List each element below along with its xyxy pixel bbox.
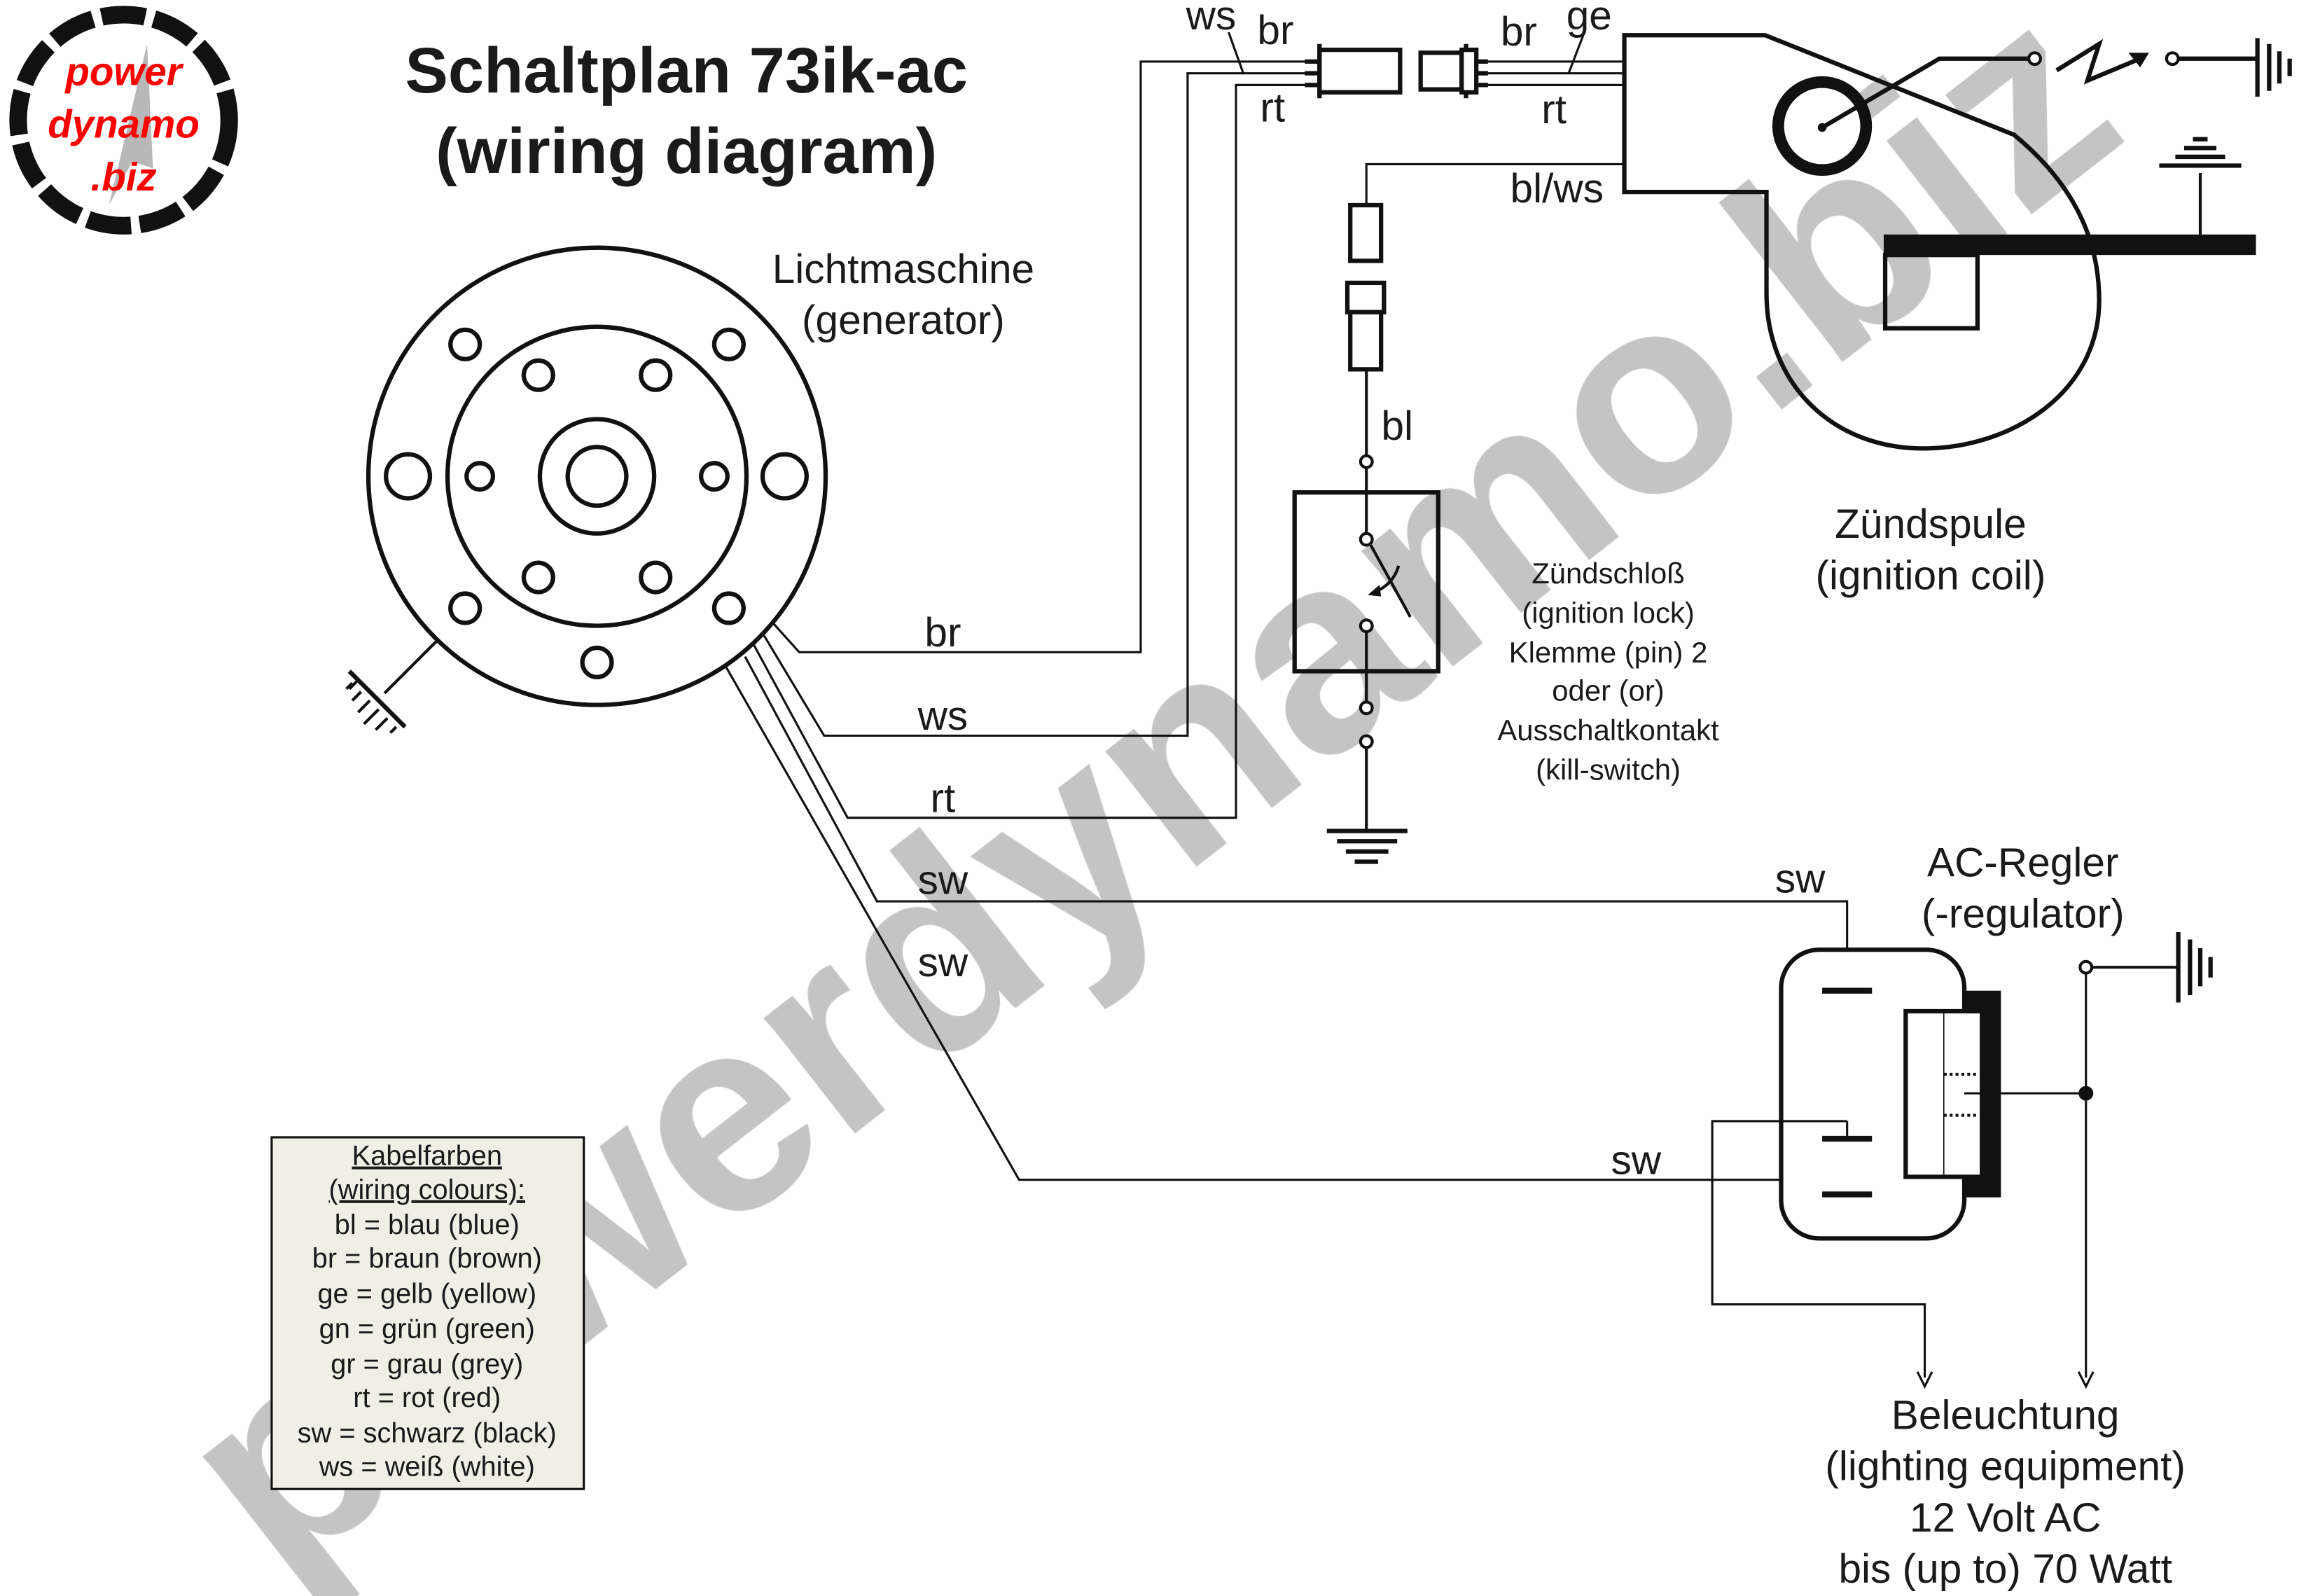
regulator-label-2: (-regulator): [1922, 891, 2125, 937]
ignition-lock-line: Klemme (pin) 2: [1509, 636, 1708, 669]
ignition-lock-line: oder (or): [1552, 674, 1664, 707]
title-line1: Schaltplan 73ik-ac: [405, 34, 967, 106]
label-gen-rt: rt: [931, 775, 956, 821]
wire-br: [772, 60, 1317, 653]
generator-label-1: Lichtmaschine: [772, 247, 1034, 292]
lighting-label: Beleuchtung (lighting equipment) 12 Volt…: [1825, 1392, 2185, 1592]
lighting-line: bis (up to) 70 Watt: [1838, 1546, 2172, 1592]
ignition-lock-line: (ignition lock): [1522, 596, 1695, 629]
legend-item: gn = grün (green): [319, 1314, 535, 1345]
label-coil-ge: ge: [1567, 0, 1612, 39]
ignition-coil-symbol: [1622, 33, 2258, 451]
legend-item: br = braun (brown): [312, 1243, 542, 1274]
ignition-lock-line: Zündschloß: [1531, 557, 1685, 590]
lighting-line: (lighting equipment): [1825, 1444, 2185, 1490]
legend-item: bl = blau (blue): [335, 1209, 520, 1240]
regulator-ground-icon: [2176, 931, 2213, 1003]
legend-item: ws = weiß (white): [319, 1451, 535, 1482]
label-plug-ws: ws: [1186, 0, 1237, 39]
title-line2: (wiring diagram): [436, 115, 937, 187]
kill-switch-circuit: [1292, 162, 1625, 830]
label-reg-sw-bottom: sw: [1611, 1137, 1661, 1183]
logo-text-biz: .biz: [90, 155, 156, 199]
ignition-coil-label-1: Zündspule: [1835, 501, 2027, 547]
generator-symbol: [366, 245, 828, 707]
label-reg-sw-top: sw: [1775, 856, 1826, 901]
plug-connector: [1305, 43, 1488, 99]
label-gen-br: br: [924, 610, 961, 655]
legend-title-1: Kabelfarben: [352, 1141, 502, 1172]
coil-ground-icon: [2255, 38, 2292, 97]
legend-item: gr = grau (grey): [331, 1349, 523, 1380]
generator-label-2: (generator): [802, 298, 1005, 343]
legend-item: rt = rot (red): [353, 1382, 501, 1413]
lighting-line: Beleuchtung: [1891, 1392, 2120, 1438]
legend-item: sw = schwarz (black): [298, 1417, 557, 1448]
ignition-coil-label-2: (ignition coil): [1816, 553, 2046, 598]
wiring-colour-legend: Kabelfarben (wiring colours): bl = blau …: [270, 1136, 585, 1490]
ignition-lock-line: Ausschaltkontakt: [1497, 714, 1719, 747]
logo-text-power: power: [64, 49, 183, 93]
label-coil-br: br: [1501, 9, 1537, 55]
wire-ws: [761, 72, 1317, 737]
label-coil-rt: rt: [1541, 87, 1567, 132]
label-plug-br: br: [1257, 8, 1293, 53]
regulator-symbol: [1711, 947, 2179, 1389]
chassis-ground-icon: [2159, 137, 2242, 168]
legend-item: ge = gelb (yellow): [317, 1278, 536, 1309]
wire-sw-1: [744, 655, 1849, 991]
label-lock-bl: bl: [1381, 403, 1413, 449]
ignition-lock-line: (kill-switch): [1536, 753, 1681, 786]
plug-to-coil-wires: [1228, 32, 1625, 86]
label-plug-rt: rt: [1260, 85, 1285, 131]
lighting-line: 12 Volt AC: [1910, 1495, 2102, 1541]
label-gen-sw1: sw: [918, 858, 968, 903]
lock-ground-icon: [1326, 828, 1408, 864]
label-gen-sw2: sw: [918, 940, 968, 985]
generator-ground-icon: [345, 639, 438, 734]
label-gen-ws: ws: [917, 693, 968, 739]
wire-rt: [753, 83, 1317, 819]
logo-text-dynamo: dynamo: [48, 102, 200, 146]
regulator-label-1: AC-Regler: [1927, 840, 2118, 885]
label-coil-blws: bl/ws: [1510, 166, 1604, 211]
logo: power dynamo .biz: [9, 6, 238, 235]
ignition-lock-label: Zündschloß (ignition lock) Klemme (pin) …: [1497, 557, 1719, 786]
legend-title-2: (wiring colours):: [329, 1174, 526, 1205]
